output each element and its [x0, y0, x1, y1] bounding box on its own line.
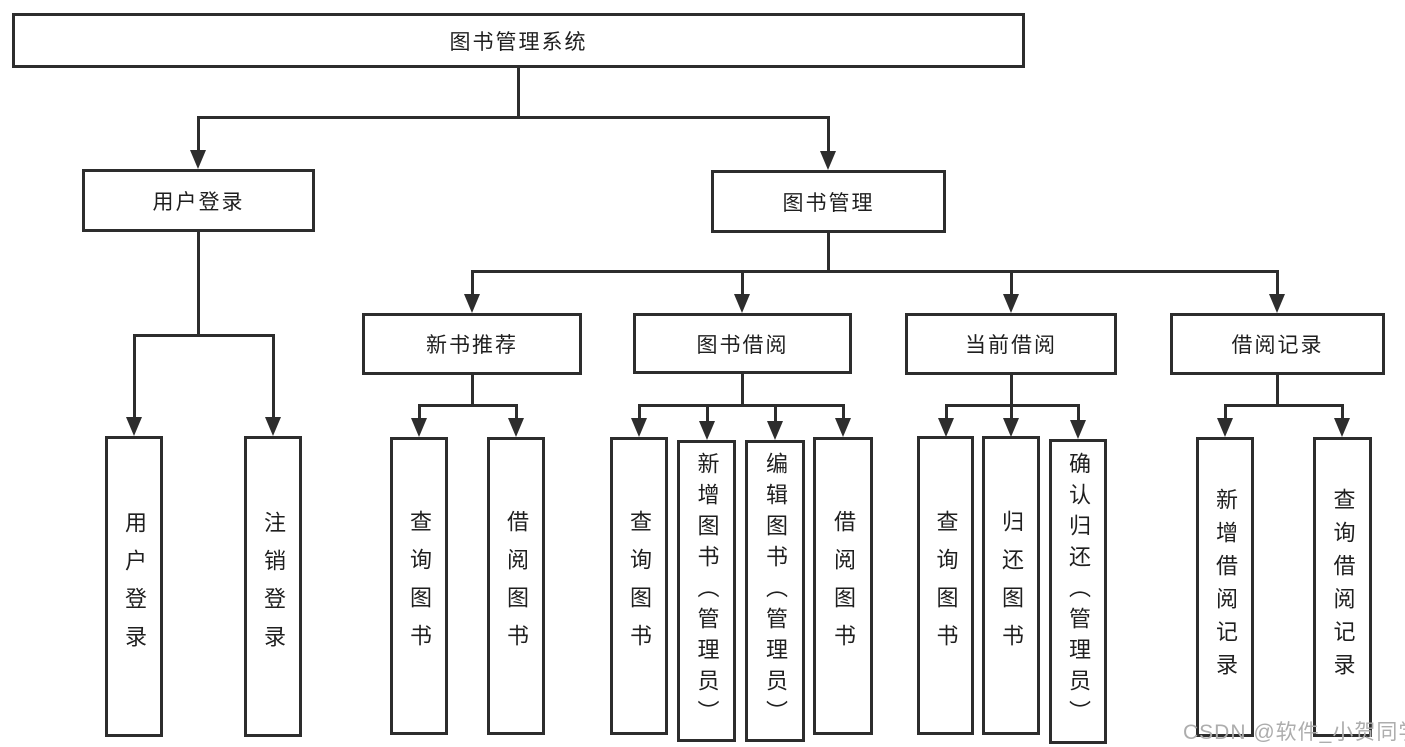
leaf-return-books: 归还图书 [982, 436, 1040, 735]
connector-line [1010, 375, 1013, 407]
connector-line [1341, 404, 1344, 420]
arrowhead-down-icon [1269, 294, 1285, 313]
connector-line [197, 116, 200, 152]
arrowhead-down-icon [126, 417, 142, 436]
connector-line [827, 116, 830, 152]
connector-line [827, 233, 830, 273]
leaf-add-books-admin-label: 新增图书（管理员） [694, 451, 720, 731]
node-book-management-label: 图书管理 [782, 191, 875, 215]
arrowhead-down-icon [464, 294, 480, 313]
connector-line [741, 270, 744, 296]
connector-line [706, 404, 709, 423]
leaf-borrow-books-1-label: 借阅图书 [504, 510, 529, 662]
arrowhead-down-icon [835, 418, 851, 437]
node-book-borrowing-label: 图书借阅 [696, 333, 789, 357]
leaf-user-login: 用户登录 [105, 436, 163, 737]
leaf-add-borrow-record-label: 新增借阅记录 [1213, 488, 1238, 686]
node-borrow-records: 借阅记录 [1170, 313, 1385, 375]
arrowhead-down-icon [1070, 420, 1086, 439]
leaf-query-books-1-label: 查询图书 [407, 510, 432, 662]
connector-line [272, 334, 275, 418]
leaf-return-books-label: 归还图书 [999, 509, 1024, 662]
arrowhead-down-icon [820, 151, 836, 170]
node-user-login: 用户登录 [82, 169, 315, 232]
arrowhead-down-icon [411, 418, 427, 437]
connector-line [517, 68, 520, 118]
connector-line [418, 404, 518, 407]
connector-line [842, 404, 845, 420]
node-new-book-recommend-label: 新书推荐 [426, 334, 518, 357]
leaf-query-borrow-record-label: 查询借阅记录 [1330, 488, 1356, 686]
arrowhead-down-icon [1334, 418, 1350, 437]
leaf-confirm-return-admin: 确认归还（管理员） [1049, 439, 1107, 744]
leaf-query-borrow-record: 查询借阅记录 [1313, 437, 1372, 737]
connector-line [1224, 404, 1227, 420]
node-new-book-recommend: 新书推荐 [362, 313, 582, 375]
leaf-borrow-books-2-label: 借阅图书 [831, 510, 856, 662]
csdn-watermark: CSDN @软件_小贺同学 [1183, 721, 1405, 744]
arrowhead-down-icon [1217, 418, 1233, 437]
arrowhead-down-icon [734, 294, 750, 313]
leaf-borrow-books-2: 借阅图书 [813, 437, 873, 735]
leaf-user-login-label: 用户登录 [122, 510, 147, 663]
connector-line [515, 404, 518, 420]
connector-line [197, 232, 200, 336]
node-user-login-label: 用户登录 [152, 190, 245, 214]
connector-line [1276, 375, 1279, 407]
connector-line [774, 404, 777, 423]
connector-line [197, 116, 830, 119]
arrowhead-down-icon [699, 421, 715, 440]
connector-line [418, 404, 421, 420]
leaf-query-books-3: 查询图书 [917, 436, 974, 735]
leaf-add-books-admin: 新增图书（管理员） [677, 440, 736, 742]
node-current-borrowing: 当前借阅 [905, 313, 1117, 375]
connector-line [471, 375, 474, 407]
node-root-label: 图书管理系统 [449, 30, 588, 54]
leaf-add-borrow-record: 新增借阅记录 [1196, 437, 1254, 737]
connector-line [741, 374, 744, 407]
leaf-query-books-3-label: 查询图书 [933, 509, 959, 662]
arrowhead-down-icon [508, 418, 524, 437]
leaf-query-books-2: 查询图书 [610, 437, 668, 735]
connector-line [1077, 404, 1080, 422]
arrowhead-down-icon [190, 150, 206, 169]
arrowhead-down-icon [938, 418, 954, 437]
node-book-management: 图书管理 [711, 170, 946, 233]
leaf-borrow-books-1: 借阅图书 [487, 437, 545, 735]
connector-line [1010, 270, 1013, 296]
connector-line [638, 404, 844, 407]
leaf-confirm-return-admin-label: 确认归还（管理员） [1066, 452, 1091, 731]
node-current-borrowing-label: 当前借阅 [965, 334, 1057, 357]
leaf-query-books-2-label: 查询图书 [627, 510, 652, 662]
connector-line [1010, 404, 1013, 420]
connector-line [1276, 270, 1279, 296]
leaf-logout: 注销登录 [244, 436, 302, 737]
leaf-logout-label: 注销登录 [261, 510, 286, 663]
arrowhead-down-icon [1003, 294, 1019, 313]
arrowhead-down-icon [631, 418, 647, 437]
leaf-query-books-1: 查询图书 [390, 437, 448, 735]
connector-line [945, 404, 948, 420]
arrowhead-down-icon [265, 417, 281, 436]
arrowhead-down-icon [767, 421, 783, 440]
node-borrow-records-label: 借阅记录 [1231, 334, 1324, 357]
connector-line [133, 334, 274, 337]
arrowhead-down-icon [1003, 418, 1019, 437]
connector-line [133, 334, 136, 418]
node-book-borrowing: 图书借阅 [633, 313, 852, 374]
node-root: 图书管理系统 [12, 13, 1025, 68]
connector-line [471, 270, 1277, 273]
connector-line [638, 404, 641, 420]
leaf-edit-books-admin-label: 编辑图书（管理员） [763, 451, 788, 731]
connector-line [471, 270, 474, 296]
leaf-edit-books-admin: 编辑图书（管理员） [745, 440, 805, 742]
connector-line [1224, 404, 1344, 407]
